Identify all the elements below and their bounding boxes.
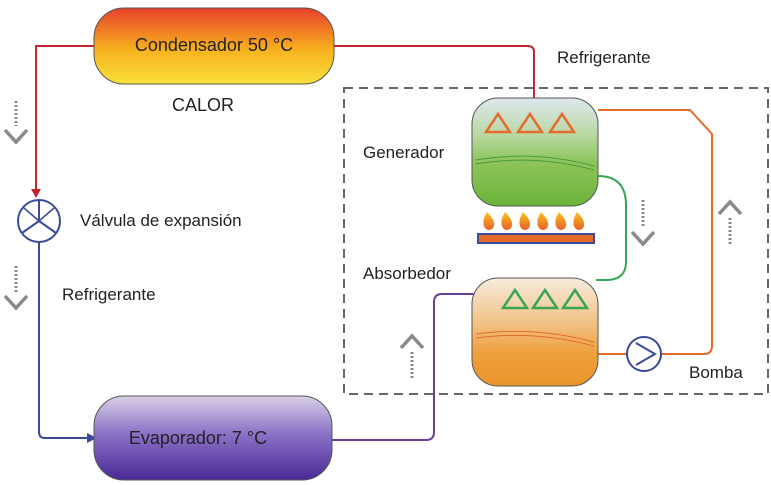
generator-vessel: [471, 97, 599, 207]
up-arrow-icon: [399, 333, 425, 380]
absorber-liquid-surface: [475, 330, 595, 347]
expansion-valve-label: Válvula de expansión: [80, 211, 242, 230]
generator-label: Generador: [363, 143, 445, 162]
vapor-line-evaporator-to-absorber: [330, 293, 474, 441]
up-arrow-icon: [717, 199, 743, 246]
condenser-label: Condensador 50 °C: [135, 35, 293, 55]
refrigerant-left-label: Refrigerante: [62, 285, 156, 304]
pump-label: Bomba: [689, 363, 743, 382]
evaporator-vessel: [93, 395, 333, 481]
heat-label: CALOR: [172, 95, 234, 115]
generator-spray-nozzles-icon: [483, 111, 577, 134]
evaporator-label: Evaporador: 7 °C: [129, 428, 267, 448]
weak-solution-line: [596, 175, 627, 281]
arrowhead-to-valve-icon: [31, 189, 41, 198]
flame-icon: [483, 212, 585, 230]
pump-icon: [626, 336, 662, 372]
refrigerant-line-condenser-to-valve: [35, 45, 96, 196]
condenser-vessel: [93, 7, 335, 85]
refrigerant-line-valve-to-evaporator: [38, 242, 94, 439]
down-arrow-icon: [630, 200, 656, 247]
absorber-generator-enclosure: [343, 87, 769, 395]
refrigerant-line-generator-to-condenser: [332, 45, 535, 98]
strong-solution-line: [598, 109, 713, 355]
burner-plate: [477, 233, 595, 244]
down-arrow-icon: [3, 101, 29, 145]
arrowhead-to-evaporator-icon: [87, 433, 97, 443]
absorber-spray-nozzles-icon: [500, 287, 590, 310]
expansion-valve-icon: [17, 199, 61, 243]
generator-liquid-surface: [475, 155, 595, 171]
refrigerant-top-label: Refrigerante: [557, 48, 651, 67]
absorber-label: Absorbedor: [363, 264, 451, 283]
down-arrow-icon: [3, 266, 29, 311]
